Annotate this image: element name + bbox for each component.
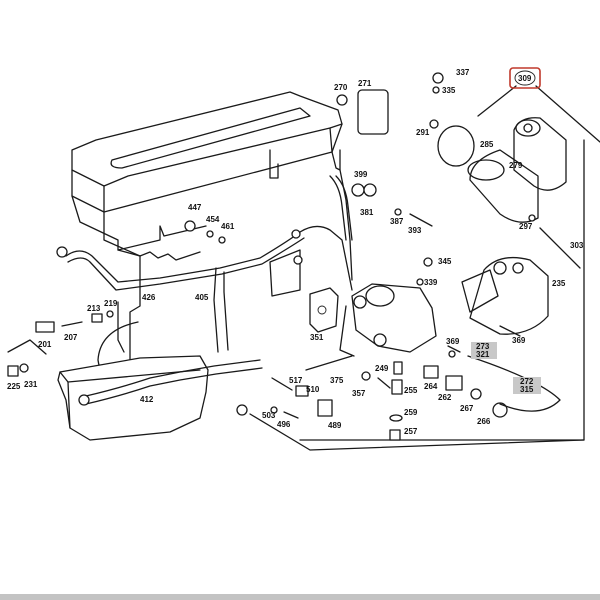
filter-element-group	[299, 85, 600, 441]
part-label-273-321[interactable]: 273 321	[471, 342, 497, 359]
gasket-351	[309, 287, 339, 333]
part-label-315: 315	[520, 385, 534, 394]
part-label-461[interactable]: 461	[221, 222, 235, 231]
part-label-271[interactable]: 271	[358, 79, 372, 88]
part-label-496[interactable]: 496	[277, 420, 291, 429]
part-label-267[interactable]: 267	[460, 404, 474, 413]
part-label-285[interactable]: 285	[480, 140, 494, 149]
part-label-262[interactable]: 262	[438, 393, 452, 402]
part-label-266[interactable]: 266	[477, 417, 491, 426]
part-label-321: 321	[476, 350, 490, 359]
part-label-259[interactable]: 259	[404, 408, 418, 417]
part-label-375[interactable]: 375	[330, 376, 344, 385]
engine-block	[57, 91, 353, 441]
part-label-489[interactable]: 489	[328, 421, 342, 430]
part-label-297[interactable]: 297	[519, 222, 533, 231]
part-label-213[interactable]: 213	[87, 304, 101, 313]
part-label-272: 272	[520, 377, 534, 386]
part-label-454[interactable]: 454	[206, 215, 220, 224]
part-label-447[interactable]: 447	[188, 203, 202, 212]
part-label-381[interactable]: 381	[360, 208, 374, 217]
part-label-399[interactable]: 399	[354, 170, 368, 179]
part-label-345[interactable]: 345	[438, 257, 452, 266]
part-label-351[interactable]: 351	[310, 333, 324, 342]
part-label-201[interactable]: 201	[38, 340, 52, 349]
part-labels: 270 271 337 335 291 309 285 279 297 303 …	[7, 67, 584, 436]
part-label-369-left[interactable]: 369	[446, 337, 460, 346]
shaded-label-bg	[471, 342, 497, 359]
part-label-510[interactable]: 510	[306, 385, 320, 394]
part-label-337[interactable]: 337	[456, 68, 470, 77]
selected-part-highlight	[509, 67, 541, 89]
part-label-219[interactable]: 219	[104, 299, 118, 308]
part-label-235[interactable]: 235	[552, 279, 566, 288]
part-label-264[interactable]: 264	[424, 382, 438, 391]
oil-lines	[56, 175, 353, 406]
part-label-291[interactable]: 291	[416, 128, 430, 137]
part-label-279[interactable]: 279	[509, 161, 523, 170]
valve-cover	[71, 91, 343, 187]
part-label-225[interactable]: 225	[7, 382, 21, 391]
small-parts	[7, 72, 585, 451]
filter-housing-235	[461, 256, 549, 335]
part-label-517[interactable]: 517	[289, 376, 303, 385]
part-label-255[interactable]: 255	[404, 386, 418, 395]
part-label-249[interactable]: 249	[375, 364, 389, 373]
shaded-label-bg	[513, 377, 541, 394]
part-label-257[interactable]: 257	[404, 427, 418, 436]
part-label-273: 273	[476, 342, 490, 351]
part-label-387[interactable]: 387	[390, 217, 404, 226]
oil-filter-housing	[309, 283, 437, 357]
part-label-272-315[interactable]: 272 315	[513, 377, 541, 394]
part-label-303[interactable]: 303	[570, 241, 584, 250]
part-label-339[interactable]: 339	[424, 278, 438, 287]
part-label-412[interactable]: 412	[140, 395, 154, 404]
part-label-207[interactable]: 207	[64, 333, 78, 342]
part-label-335[interactable]: 335	[442, 86, 456, 95]
part-label-357[interactable]: 357	[352, 389, 366, 398]
part-label-503[interactable]: 503	[262, 411, 276, 420]
part-label-309[interactable]: 309	[518, 74, 532, 83]
part-label-426[interactable]: 426	[142, 293, 156, 302]
part-label-231[interactable]: 231	[24, 380, 38, 389]
part-label-405[interactable]: 405	[195, 293, 209, 302]
part-label-393[interactable]: 393	[408, 226, 422, 235]
bottom-scrollbar	[0, 594, 600, 600]
part-callout-circle	[514, 70, 536, 86]
part-label-270[interactable]: 270	[334, 83, 348, 92]
part-label-369-right[interactable]: 369	[512, 336, 526, 345]
